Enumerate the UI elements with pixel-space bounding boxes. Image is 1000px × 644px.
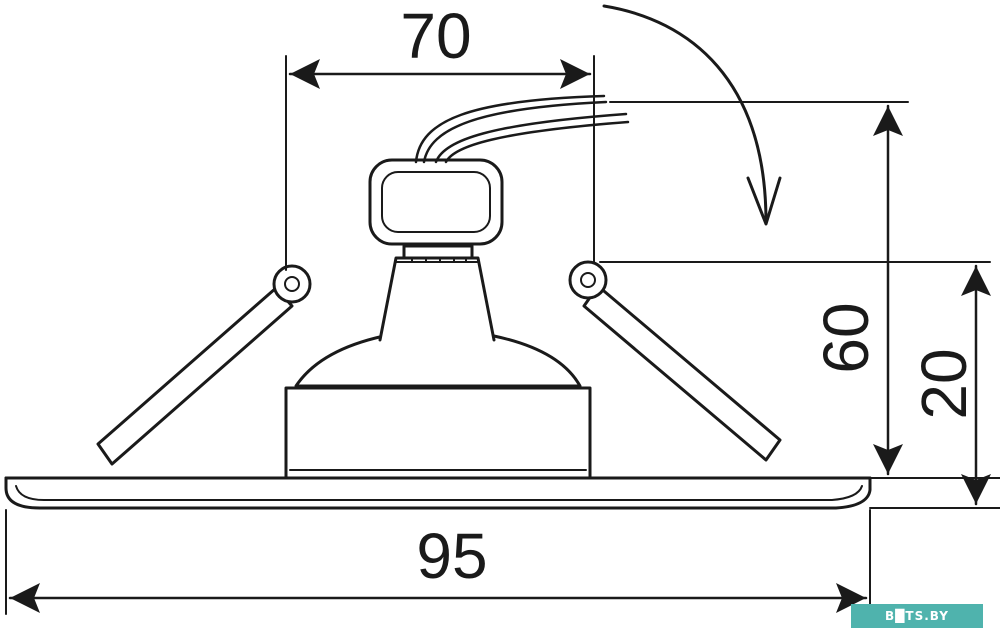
dim-label-20: 20: [908, 348, 980, 419]
lamp-dome: [294, 334, 582, 388]
ring-body: [284, 386, 592, 480]
dim-label-60: 60: [810, 302, 882, 373]
watermark-logo: B█TS.BY: [851, 604, 983, 628]
trim-plate: [4, 476, 872, 510]
socket-body: [378, 244, 496, 342]
rotation-arrow: [602, 4, 768, 224]
left-spring-clip: [96, 264, 312, 466]
right-spring-clip: [568, 260, 782, 462]
dim-label-70: 70: [400, 0, 471, 72]
wires: [414, 94, 630, 164]
extension-lines: [5, 55, 1000, 615]
dim-label-95: 95: [416, 520, 487, 592]
